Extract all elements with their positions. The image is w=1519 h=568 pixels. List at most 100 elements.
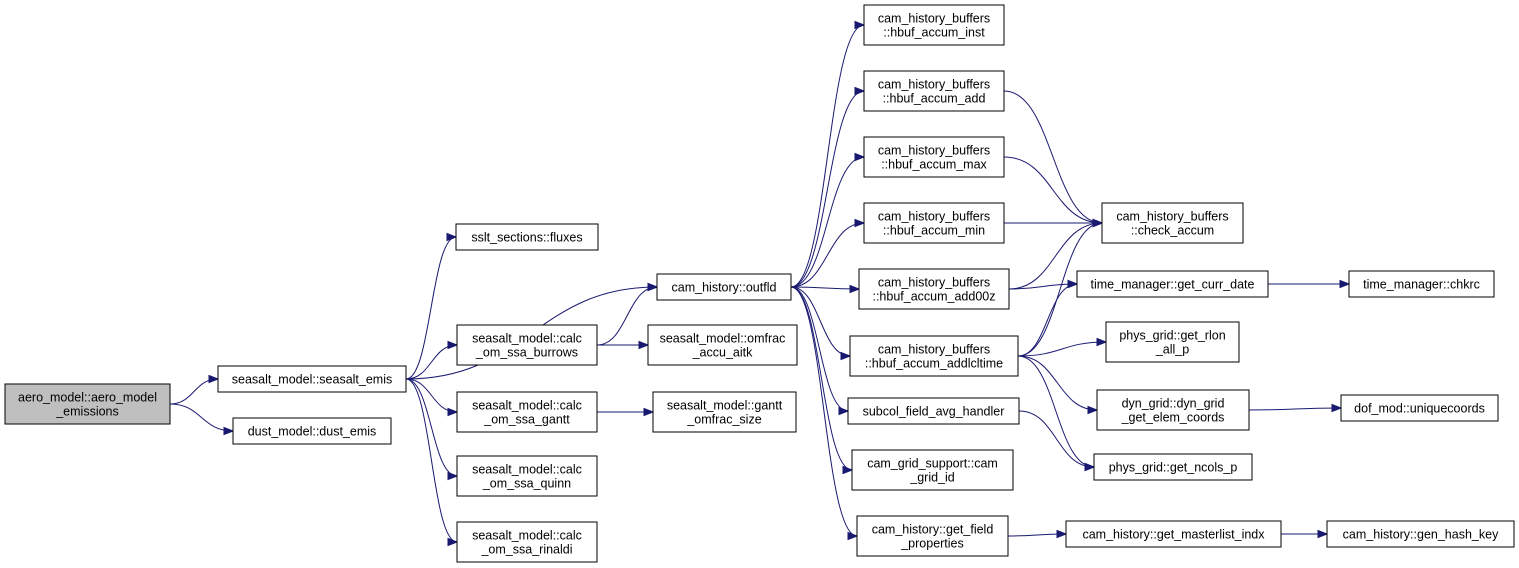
edge-line [1003, 156, 1103, 224]
node-label: _get_elem_coords [1121, 411, 1225, 425]
arrowhead-icon [447, 537, 459, 547]
edge-line [1018, 410, 1095, 468]
edge-add-to-check [1003, 90, 1104, 228]
arrowhead-icon [643, 407, 655, 417]
node-label: _all_p [1155, 343, 1189, 357]
node-max[interactable]: cam_history_buffers::hbuf_accum_max [863, 136, 1005, 178]
node-label: ::hbuf_accum_inst [883, 26, 985, 40]
arrowhead-icon [647, 282, 659, 292]
arrowhead-icon [1331, 403, 1343, 413]
edge-addlcl-to-ncols [1017, 355, 1096, 472]
node-subcol[interactable]: subcol_field_avg_handler [847, 397, 1020, 425]
node-aero[interactable]: aero_model::aero_model_emissions [4, 383, 171, 425]
node-min[interactable]: cam_history_buffers::hbuf_accum_min [863, 202, 1005, 244]
node-check[interactable]: cam_history_buffers::check_accum [1101, 202, 1244, 244]
node-label: cam_history_buffers [878, 343, 990, 357]
edge-line [1017, 283, 1078, 357]
node-label: _emissions [55, 405, 119, 419]
node-rlon[interactable]: phys_grid::get_rlon_all_p [1105, 321, 1240, 363]
node-box [1076, 270, 1269, 298]
node-add00z[interactable]: cam_history_buffers::hbuf_accum_add00z [858, 268, 1010, 310]
node-label: ::hbuf_accum_add00z [872, 290, 995, 304]
node-box [1348, 270, 1495, 298]
edge-outfld-to-max [790, 152, 866, 288]
node-fluxes[interactable]: sslt_sections::fluxes [455, 223, 599, 251]
node-label: cam_history::get_masterlist_indx [1082, 528, 1265, 542]
edge-line [1017, 355, 1098, 411]
edge-aero-to-dust_emis [169, 403, 235, 436]
arrowhead-icon [849, 284, 861, 294]
node-box [652, 391, 797, 433]
edge-line [1017, 355, 1095, 468]
node-inst[interactable]: cam_history_buffers::hbuf_accum_inst [863, 4, 1005, 46]
node-box [1326, 520, 1515, 548]
node-camgrid[interactable]: cam_grid_support::cam_grid_id [851, 449, 1014, 491]
node-box [4, 383, 171, 425]
node-gantt[interactable]: seasalt_model::calc_om_ssa_gantt [456, 391, 598, 433]
node-label: seasalt_model::calc [472, 399, 582, 413]
node-label: cam_history_buffers [878, 144, 990, 158]
node-chkrc[interactable]: time_manager::chkrc [1348, 270, 1495, 298]
arrowhead-icon [1096, 337, 1108, 347]
edge-outfld-to-min [790, 218, 866, 288]
node-addlcl[interactable]: cam_history_buffers::hbuf_accum_addlclti… [849, 335, 1019, 377]
node-box [856, 515, 1009, 557]
edge-max-to-check [1003, 156, 1104, 228]
edge-line [1248, 407, 1342, 411]
node-box [849, 335, 1019, 377]
edge-line [1017, 222, 1103, 357]
edge-line [790, 24, 865, 288]
node-label: phys_grid::get_rlon [1119, 329, 1225, 343]
node-label: cam_history_buffers [1116, 210, 1228, 224]
edge-currdate-to-chkrc [1268, 279, 1351, 289]
node-quinn[interactable]: seasalt_model::calc_om_ssa_quinn [456, 455, 598, 497]
edge-line [790, 286, 853, 471]
node-label: seasalt_model::calc [472, 463, 582, 477]
edge-line [790, 286, 851, 357]
edge-addlcl-to-rlon [1017, 337, 1108, 357]
edge-outfld-to-getfield [790, 286, 859, 541]
arrowhead-icon [208, 374, 220, 384]
node-seasalt_emis[interactable]: seasalt_model::seasalt_emis [217, 365, 407, 393]
arrowhead-icon [847, 531, 859, 541]
arrowhead-icon [854, 218, 866, 228]
node-gantt_omfrac[interactable]: seasalt_model::gantt_omfrac_size [652, 391, 797, 433]
node-box [863, 136, 1005, 178]
node-box [217, 365, 407, 393]
edge-seasalt_emis-to-rinaldi [405, 378, 459, 547]
edge-line [790, 286, 858, 537]
edge-burrows-to-omfrac_aitk [596, 340, 650, 350]
node-label: sslt_sections::fluxes [471, 231, 582, 245]
node-rinaldi[interactable]: seasalt_model::calc_om_ssa_rinaldi [456, 521, 598, 563]
node-add[interactable]: cam_history_buffers::hbuf_accum_add [863, 70, 1005, 112]
node-label: _om_ssa_quinn [482, 477, 571, 491]
node-label: seasalt_model::calc [472, 332, 582, 346]
node-label: ::hbuf_accum_max [881, 158, 987, 172]
node-hashkey[interactable]: cam_history::gen_hash_key [1326, 520, 1515, 548]
node-box [456, 521, 598, 563]
node-omfrac_aitk[interactable]: seasalt_model::omfrac_accu_aitk [647, 324, 798, 366]
node-masterlist[interactable]: cam_history::get_masterlist_indx [1065, 520, 1282, 548]
node-burrows[interactable]: seasalt_model::calc_om_ssa_burrows [456, 324, 598, 366]
node-box [847, 397, 1020, 425]
edge-line [405, 236, 457, 380]
edge-subcol-to-ncols [1018, 410, 1096, 472]
edge-seasalt_emis-to-gantt [405, 378, 459, 417]
node-outfld[interactable]: cam_history::outfld [656, 273, 792, 301]
node-label: cam_history_buffers [878, 210, 990, 224]
node-label: seasalt_model::calc [472, 529, 582, 543]
node-elemcoords[interactable]: dyn_grid::dyn_grid_get_elem_coords [1096, 389, 1250, 431]
node-getfield[interactable]: cam_history::get_field_properties [856, 515, 1009, 557]
node-label: _grid_id [909, 471, 955, 485]
edge-line [790, 90, 865, 288]
edge-getfield-to-masterlist [1007, 529, 1068, 539]
node-unique[interactable]: dof_mod::uniquecoords [1340, 394, 1499, 422]
edge-outfld-to-add00z [790, 284, 861, 294]
node-ncols[interactable]: phys_grid::get_ncols_p [1093, 453, 1253, 481]
node-dust_emis[interactable]: dust_model::dust_emis [232, 417, 392, 445]
edges-layer [169, 20, 1351, 547]
node-label: dust_model::dust_emis [248, 425, 377, 439]
node-box [232, 417, 392, 445]
arrowhead-icon [842, 465, 854, 475]
node-currdate[interactable]: time_manager::get_curr_date [1076, 270, 1269, 298]
